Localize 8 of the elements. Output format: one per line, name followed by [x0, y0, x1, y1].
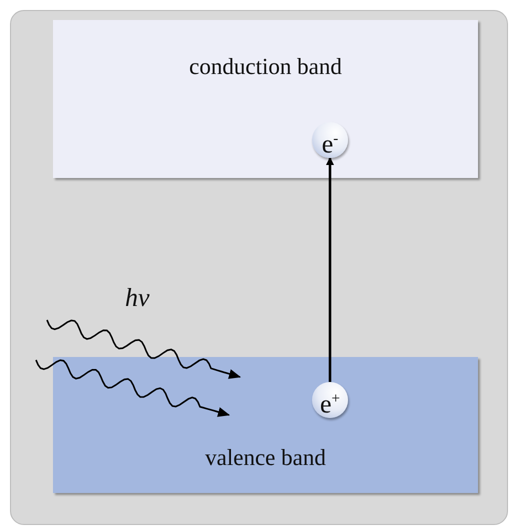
conduction-band-box	[53, 20, 478, 178]
arrow	[326, 157, 334, 382]
photon-energy-label: hv	[125, 283, 150, 313]
band-label: valence band	[205, 445, 326, 470]
hole-circle: e$^{+}$	[312, 382, 348, 418]
electron-circle: e$^{-}$	[312, 122, 348, 158]
valence-band-box	[53, 357, 478, 493]
band-label: conduction band	[189, 54, 342, 79]
